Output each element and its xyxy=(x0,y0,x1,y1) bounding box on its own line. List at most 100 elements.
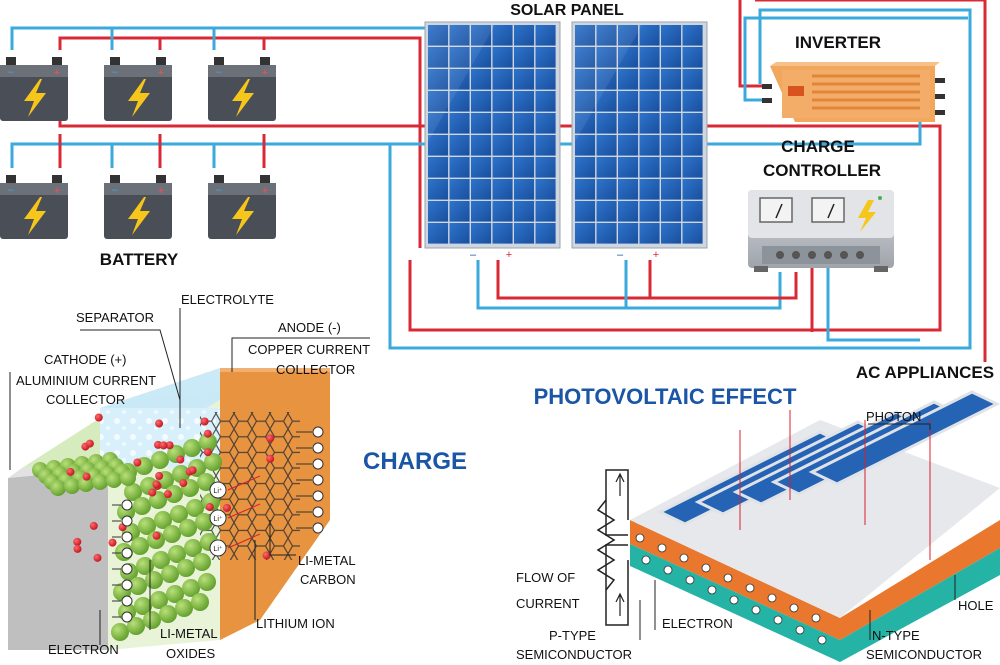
battery-neg-sign: – xyxy=(216,184,223,196)
lithium-dot xyxy=(82,472,91,481)
lithium-dot xyxy=(89,521,98,530)
oxide-particle xyxy=(138,517,156,535)
pv-charge xyxy=(663,565,673,575)
wiring xyxy=(10,0,987,362)
lithium-dot xyxy=(266,434,275,443)
photovoltaic-cell-diagram xyxy=(596,390,1000,662)
lithium-dot xyxy=(73,544,82,553)
pv-charge xyxy=(789,603,799,613)
battery-3: –+ xyxy=(208,57,276,121)
lithium-dot xyxy=(205,503,214,512)
pv-charge xyxy=(641,555,651,565)
separator-label: SEPARATOR xyxy=(76,310,154,325)
flow-label-2: CURRENT xyxy=(516,596,580,611)
bolt-icon xyxy=(24,197,46,235)
battery-pos-sign: + xyxy=(262,185,268,197)
solar-panel-label: SOLAR PANEL xyxy=(510,2,624,19)
lithium-ions: Li⁺Li⁺Li⁺ xyxy=(209,475,261,557)
panel-pos-sign: + xyxy=(653,249,659,261)
labels: SOLAR PANEL INVERTER CHARGE CONTROLLER B… xyxy=(16,2,994,662)
electron-symbol xyxy=(121,547,133,559)
oxide-particle xyxy=(177,559,195,577)
wire-6 xyxy=(58,120,942,332)
pv-charge xyxy=(811,613,821,623)
electron-label-left: ELECTRON xyxy=(48,642,119,657)
electron-label-pv: ELECTRON xyxy=(662,616,733,631)
lithium-dot xyxy=(188,466,197,475)
pv-charge xyxy=(685,575,695,585)
panel-neg-sign: – xyxy=(470,249,477,261)
lithium-dot xyxy=(200,417,209,426)
lithium-dot xyxy=(179,479,188,488)
pv-charge xyxy=(707,585,717,595)
anode-label-1: ANODE (-) xyxy=(278,320,341,335)
pv-charge xyxy=(729,595,739,605)
solar-panel-2: –+ xyxy=(571,21,708,261)
lithium-dot xyxy=(108,538,117,547)
lithium-dot xyxy=(66,467,75,476)
oxide-particle xyxy=(204,453,222,471)
battery-neg-sign: – xyxy=(112,184,119,196)
battery-pos-sign: + xyxy=(158,67,164,79)
bolt-icon xyxy=(128,79,150,117)
wire-15 xyxy=(755,0,987,362)
battery-label: BATTERY xyxy=(100,250,179,269)
oxide-particle xyxy=(134,597,152,615)
svg-text:Li⁺: Li⁺ xyxy=(213,545,222,553)
bolt-icon xyxy=(232,79,254,117)
inverter-label: INVERTER xyxy=(795,33,881,52)
pv-strip-5 xyxy=(808,390,1000,486)
svg-text:Li⁺: Li⁺ xyxy=(213,487,222,495)
oxide-particle xyxy=(170,505,188,523)
lithium-dot xyxy=(85,439,94,448)
cathode-label-3: COLLECTOR xyxy=(46,392,125,407)
battery-2: –+ xyxy=(104,57,172,121)
oxide-particle xyxy=(154,511,172,529)
oxide-particle xyxy=(161,565,179,583)
electron-symbol xyxy=(312,506,324,518)
electrolyte-label: ELECTROLYTE xyxy=(181,292,274,307)
wire-21 xyxy=(826,262,920,342)
flow-label-1: FLOW OF xyxy=(516,570,575,585)
limetal-oxides-label-2: OXIDES xyxy=(166,646,215,661)
electron-symbol xyxy=(121,499,133,511)
electron-symbol xyxy=(312,522,324,534)
charge-controller-label-2: CONTROLLER xyxy=(763,161,881,180)
wire-13 xyxy=(388,8,972,350)
battery-6: –+ xyxy=(208,175,276,239)
solar-panels: –+–+ xyxy=(424,21,708,261)
oxide-particle xyxy=(145,571,163,589)
oxide-particle xyxy=(129,577,147,595)
oxide-particle xyxy=(133,497,151,515)
oxide-particle xyxy=(127,617,145,635)
oxide-particle xyxy=(168,545,186,563)
lithium-dot xyxy=(165,441,174,450)
cathode-label-2: ALUMINIUM CURRENT xyxy=(16,373,156,388)
lithium-ion-symbol xyxy=(209,481,227,499)
battery-pos-sign: + xyxy=(262,67,268,79)
pv-charge xyxy=(767,593,777,603)
oxide-particle xyxy=(152,551,170,569)
pv-charge xyxy=(635,533,645,543)
pv-charge xyxy=(679,553,689,563)
oxide-particle xyxy=(198,573,216,591)
lithium-ion-symbol xyxy=(209,539,227,557)
oxide-particle xyxy=(184,539,202,557)
limetal-oxides-label-1: LI-METAL xyxy=(160,626,218,641)
particles xyxy=(32,413,275,641)
lithium-dot xyxy=(94,413,103,422)
oxide-particle xyxy=(150,591,168,609)
battery-neg-sign: – xyxy=(8,66,15,78)
oxide-particle xyxy=(50,480,66,496)
ntype-label-1: N-TYPE xyxy=(872,628,920,643)
lithium-dot xyxy=(203,429,212,438)
lithium-ion-label: LITHIUM ION xyxy=(256,616,335,631)
oxide-particle xyxy=(182,579,200,597)
oxide-particle xyxy=(131,537,149,555)
pv-title: PHOTOVOLTAIC EFFECT xyxy=(534,384,797,409)
oxide-particle xyxy=(166,585,184,603)
anode-label-3: COLLECTOR xyxy=(276,362,355,377)
oxide-particle xyxy=(191,593,209,611)
electron-symbol xyxy=(121,579,133,591)
